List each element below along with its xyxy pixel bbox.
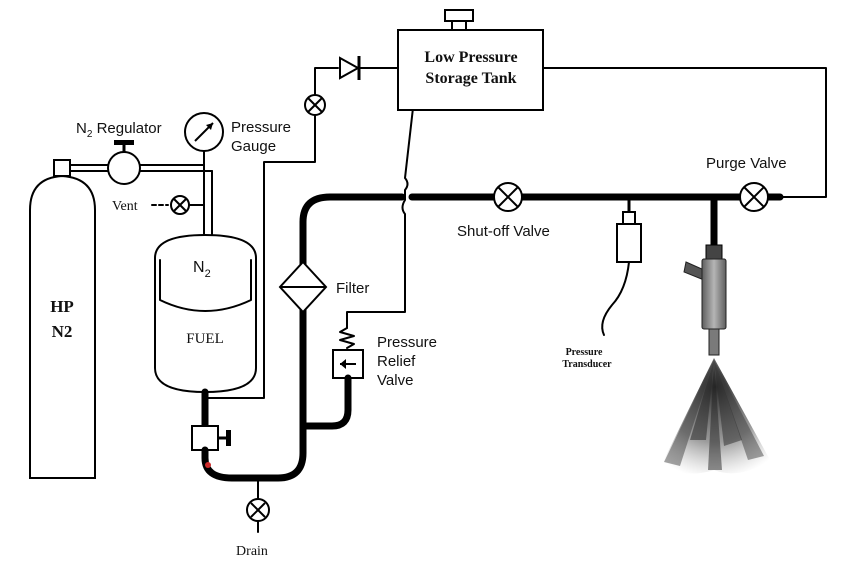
transducer-label-2: Transducer — [562, 359, 612, 370]
relief-label-2: Relief — [377, 353, 416, 370]
pressure-gauge-label-1: Pressure — [231, 119, 291, 136]
drain-marker — [205, 462, 211, 468]
filter-label: Filter — [336, 280, 369, 297]
cylinder-label-n2: N2 — [52, 322, 73, 341]
purge-valve — [739, 182, 769, 212]
fuel-spray — [660, 358, 770, 474]
return-lines — [207, 67, 827, 399]
shutoff-label: Shut-off Valve — [457, 223, 550, 240]
storage-tank-label-2: Storage Tank — [425, 70, 516, 87]
transducer-label-1: Pressure — [566, 347, 603, 358]
storage-tank — [397, 9, 544, 111]
pressure-gauge-label-2: Gauge — [231, 138, 276, 155]
regulator-label: N2 Regulator — [76, 120, 162, 140]
cylinder-label-hp: HP — [50, 297, 74, 316]
n2-supply-line — [69, 164, 213, 172]
hp-n2-cylinder — [29, 159, 96, 479]
drain-valve — [246, 477, 270, 533]
fuel-label: FUEL — [186, 331, 224, 347]
n2-regulator — [107, 140, 141, 185]
drain-label: Drain — [236, 544, 268, 559]
tank-n2-label: N2 — [193, 259, 211, 280]
vent-label: Vent — [112, 199, 138, 214]
pressure-relief-valve — [299, 327, 364, 430]
fuel-tank — [154, 233, 257, 394]
storage-inlet-valve — [304, 94, 326, 116]
pressure-gauge — [184, 112, 224, 236]
vent-valve — [151, 195, 205, 215]
pressure-transducer — [601, 200, 642, 336]
relief-label-1: Pressure — [377, 334, 437, 351]
storage-tank-label-1: Low Pressure — [424, 49, 517, 66]
relief-label-3: Valve — [377, 372, 413, 389]
tank-outlet-valve — [191, 425, 231, 451]
purge-label: Purge Valve — [706, 155, 787, 172]
shutoff-valve — [493, 182, 523, 212]
fuel-injector — [683, 196, 727, 356]
filter — [278, 260, 328, 314]
check-valve — [339, 56, 361, 80]
